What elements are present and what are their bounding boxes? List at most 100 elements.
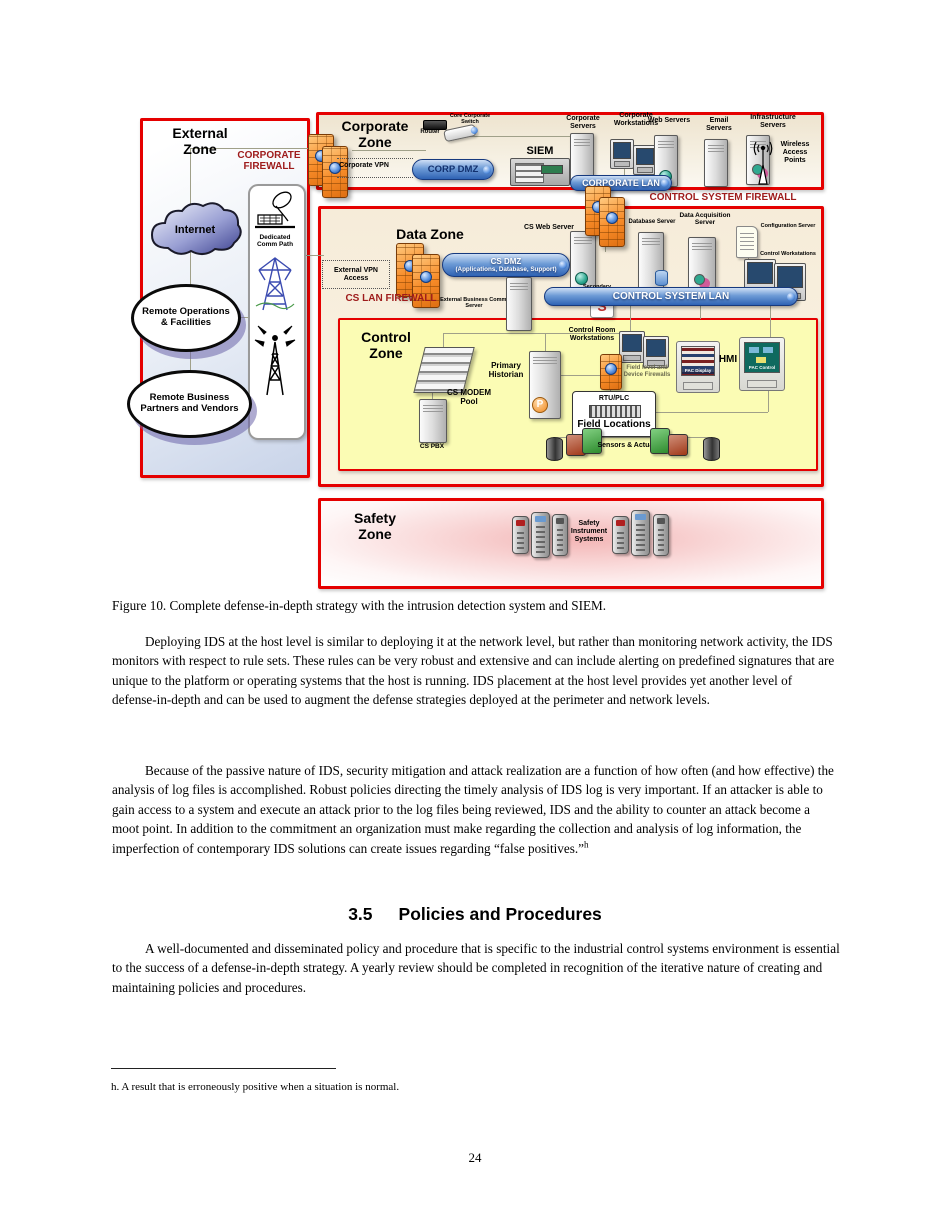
vpn-dotted-line [337,177,413,178]
corporate-lan-label: CORPORATE LAN [582,178,660,188]
cs-web-server-icon [570,231,596,289]
cs-web-server-label: CS Web Server [523,224,575,231]
control-system-lan-pill: CONTROL SYSTEM LAN [544,287,798,306]
firewall-icon [599,197,625,247]
safety-instrument-icon [631,510,650,556]
page-number: 24 [468,1150,482,1165]
cs-dmz-pill: CS DMZ (Applications, Database, Support) [442,253,570,277]
configuration-server-icon [736,226,758,258]
firewall-icon [412,254,440,308]
safety-zone-box [318,498,824,589]
connector-line [700,304,701,319]
connector-line [770,304,771,340]
connector-line [630,304,631,332]
cs-dmz-sublabel: (Applications, Database, Support) [455,266,557,273]
primary-historian-icon [529,351,561,419]
database-server-label: Database Server [628,219,676,225]
primary-historian-label: Primary Historian [488,361,524,379]
connector-line [553,437,710,438]
tank-cylinder-icon [546,437,563,461]
paragraph-2: Because of the passive nature of IDS, se… [112,761,840,858]
web-servers-label: Web Servers [647,117,691,124]
control-system-firewall-label: CONTROL SYSTEM FIREWALL [649,192,797,203]
safety-instrument-icon [653,514,669,556]
connector-line [559,375,600,376]
cloud-icon [150,202,242,255]
radio-tower-icon [254,325,296,396]
siem-label: SIEM [526,145,554,157]
corp-dmz-label: CORP DMZ [427,164,479,175]
data-acquisition-server-icon [688,237,716,295]
footnote-rule [111,1068,336,1069]
connector-line [654,412,768,413]
data-acquisition-server-label: Data Acquisition Server [679,212,731,227]
connector-line [545,333,546,351]
field-firewall-icon [600,354,622,390]
rtu-plc-label: RTU/PLC [598,395,630,402]
data-zone-label: Data Zone [396,226,464,242]
control-room-pc-icon [643,336,669,368]
connector-line [235,317,248,318]
remote-partners-label: Remote Business Partners and Vendors [140,392,239,414]
vpn-dotted-line [337,158,413,159]
email-server-icon [704,139,728,187]
paragraph-1: Deploying IDS at the host level is simil… [112,634,835,708]
control-workstations-label: Control Workstations [760,251,816,257]
email-servers-label: Email Servers [706,117,732,132]
corporate-servers-label: Corporate Servers [566,115,600,130]
wireless-access-points-label: Wireless Access Points [780,141,810,164]
control-room-workstations-label: Control Room Workstations [568,327,616,342]
corporate-firewall-label: CORPORATE FIREWALL [237,150,301,173]
connector-line [443,333,620,334]
section-number: 3.5 [348,904,373,924]
control-zone-label: Control Zone [361,329,411,361]
workstation-icon [610,139,634,169]
configuration-server-label: Configuration Server [760,223,816,229]
rtu-plc-box: RTU/PLC Field Locations [572,391,656,437]
remote-operations-ellipse: Remote Operations & Facilities [131,284,241,352]
connector-line [190,148,191,372]
pac-control-screen: PAC Control [744,342,780,373]
hmi-control-monitor: PAC Control [739,337,785,391]
connector-line [768,389,769,412]
connector-line [190,148,312,149]
infrastructure-servers-label: Infrastructure Servers [750,114,796,129]
satellite-dish-icon [255,191,295,229]
external-business-server-icon [506,277,532,331]
paragraph-2-text: Because of the passive nature of IDS, se… [112,763,834,856]
external-business-server-label: External Business Comm. Server [440,297,508,310]
workstation-icon [633,145,657,175]
internet-label: Internet [174,224,216,236]
cs-modem-pool-label: CS MODEM Pool [447,388,491,406]
connector-line [432,391,433,400]
connector-line [352,150,426,151]
safety-instrument-icon [512,516,529,554]
safety-instrument-icon [552,514,568,556]
siem-appliance-icon [510,158,570,186]
connector-line [302,255,324,256]
field-firewalls-label: Field level and Device Firewalls [623,365,671,378]
corporate-zone-label: Corporate Zone [341,118,409,150]
pac-control-label: PAC Control [748,365,776,371]
remote-partners-ellipse: Remote Business Partners and Vendors [127,370,252,438]
control-room-pc-icon [619,331,645,363]
sensor-icon [650,428,670,454]
core-switch-label: Core Corporate Switch [449,113,491,126]
pac-display-label: PAC Display [682,368,714,374]
connector-line [748,256,749,261]
control-system-lan-label: CONTROL SYSTEM LAN [612,291,730,302]
sensors-actuators-label: Sensors & Actuators [597,442,667,449]
corp-dmz-pill: CORP DMZ [412,159,494,180]
cs-pbx-icon [419,399,447,443]
remote-operations-label: Remote Operations & Facilities [142,306,230,328]
connector-line [443,333,444,347]
pac-display-screen: PAC Display [681,346,715,376]
transmission-tower-icon [255,257,295,311]
paragraph-3: A well-documented and disseminated polic… [112,941,840,995]
corporate-workstations-label: Corporate Workstations [613,112,659,127]
safety-instrument-icon [531,512,550,558]
firewall-icon [322,146,348,198]
tank-cylinder-icon [703,437,720,461]
